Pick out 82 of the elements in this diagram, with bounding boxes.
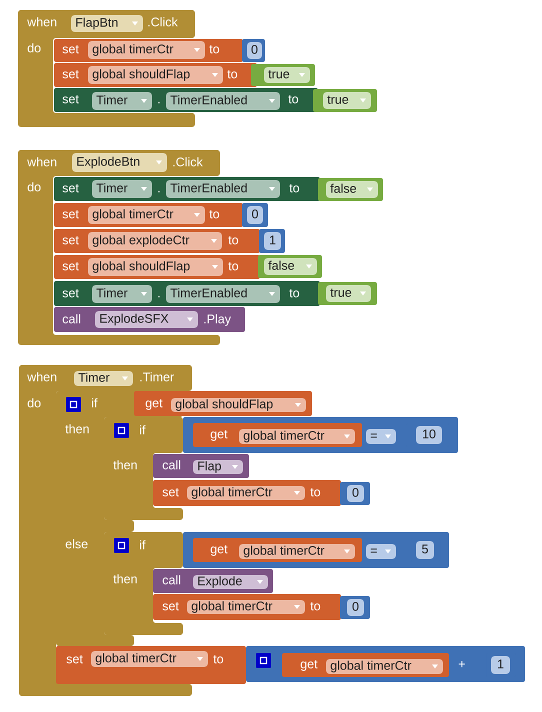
- node-label: to: [228, 236, 238, 244]
- number-block: 5: [411, 538, 440, 562]
- node-label: when: [27, 372, 56, 382]
- node-label: if: [140, 425, 146, 434]
- node-label: if: [140, 540, 146, 550]
- node-label: set: [62, 45, 79, 54]
- node-label: to: [213, 655, 224, 664]
- node-label: then: [113, 460, 137, 470]
- node-label: else: [66, 539, 88, 548]
- number-block: 0: [340, 596, 370, 619]
- dropdown-field: global explodeCtr: [88, 232, 222, 250]
- dropdown-field: global timerCtr: [239, 544, 355, 559]
- node-label: when: [27, 17, 56, 26]
- node-label: set: [62, 262, 79, 270]
- dropdown-field: Timer: [92, 285, 152, 303]
- number-block: 10: [406, 423, 449, 447]
- node-label: to: [310, 602, 320, 610]
- node-label: to: [209, 210, 220, 218]
- dropdown-field: global timerCtr: [326, 659, 443, 674]
- dropdown-field: global shouldFlap: [171, 398, 306, 412]
- node-label: .: [158, 102, 160, 104]
- dropdown-field: TimerEnabled: [166, 285, 280, 303]
- number-block: 1: [486, 653, 516, 677]
- dropdown-field: =: [366, 544, 396, 559]
- node-label: .: [158, 190, 160, 192]
- node-label: set: [62, 210, 79, 218]
- node-label: set: [62, 236, 79, 244]
- node-label: when: [27, 157, 56, 166]
- node-label: call: [62, 314, 80, 324]
- node-label: .Play: [204, 314, 231, 326]
- node-label: .: [158, 296, 160, 298]
- dropdown-field: Timer: [92, 180, 152, 198]
- dropdown-field: global timerCtr: [187, 486, 305, 500]
- dropdown-field: global shouldFlap: [88, 258, 223, 276]
- node-label: set: [62, 95, 79, 104]
- boolean-block: true: [251, 64, 315, 86]
- node-label: do: [28, 43, 41, 52]
- dropdown-field: TimerEnabled: [166, 92, 280, 110]
- number-block: 0: [340, 482, 370, 505]
- node-label: set: [62, 184, 79, 192]
- node-label: to: [289, 289, 300, 298]
- dropdown-field: TimerEnabled: [166, 180, 280, 198]
- boolean-block: true: [313, 89, 377, 112]
- dropdown-field: global timerCtr: [187, 600, 305, 614]
- dropdown-field: ExplodeBtn: [72, 153, 167, 172]
- node-label: to: [209, 45, 220, 54]
- number-block: 1: [259, 229, 285, 253]
- boolean-block: true: [318, 282, 377, 305]
- number-block: 0: [242, 203, 268, 227]
- dropdown-field: Timer: [92, 92, 152, 110]
- dropdown-field: global shouldFlap: [88, 66, 223, 84]
- node-label: to: [289, 184, 300, 192]
- node-label: set: [62, 289, 79, 298]
- dropdown-field: ExplodeSFX: [95, 311, 198, 328]
- node-label: to: [227, 70, 238, 78]
- node-label: then: [113, 574, 137, 584]
- node-label: to: [228, 262, 238, 270]
- dropdown-field: global timerCtr: [239, 429, 355, 444]
- dropdown-field: FlapBtn: [71, 15, 143, 32]
- boolean-block: false: [258, 255, 322, 278]
- dropdown-field: Flap: [193, 460, 243, 474]
- dropdown-field: global timerCtr: [91, 651, 208, 667]
- node-label: .Click: [148, 17, 178, 26]
- node-label: .Click: [173, 157, 203, 166]
- boolean-block: false: [318, 178, 383, 201]
- dropdown-field: Explode: [193, 575, 268, 589]
- node-label: if: [92, 398, 98, 408]
- node-label: set: [162, 602, 179, 610]
- dropdown-field: global timerCtr: [88, 206, 205, 224]
- node-label: do: [28, 398, 41, 408]
- node-label: to: [288, 95, 298, 104]
- node-label: set: [66, 655, 83, 664]
- node-label: set: [162, 488, 179, 496]
- dropdown-field: global timerCtr: [88, 41, 205, 59]
- node-label: set: [62, 70, 79, 78]
- node-label: then: [65, 424, 89, 434]
- dropdown-field: Timer: [74, 371, 133, 386]
- node-label: to: [310, 488, 320, 496]
- node-label: do: [28, 182, 41, 192]
- node-label: .Timer: [140, 372, 174, 382]
- dropdown-field: =: [366, 429, 396, 444]
- number-block: 0: [242, 39, 265, 62]
